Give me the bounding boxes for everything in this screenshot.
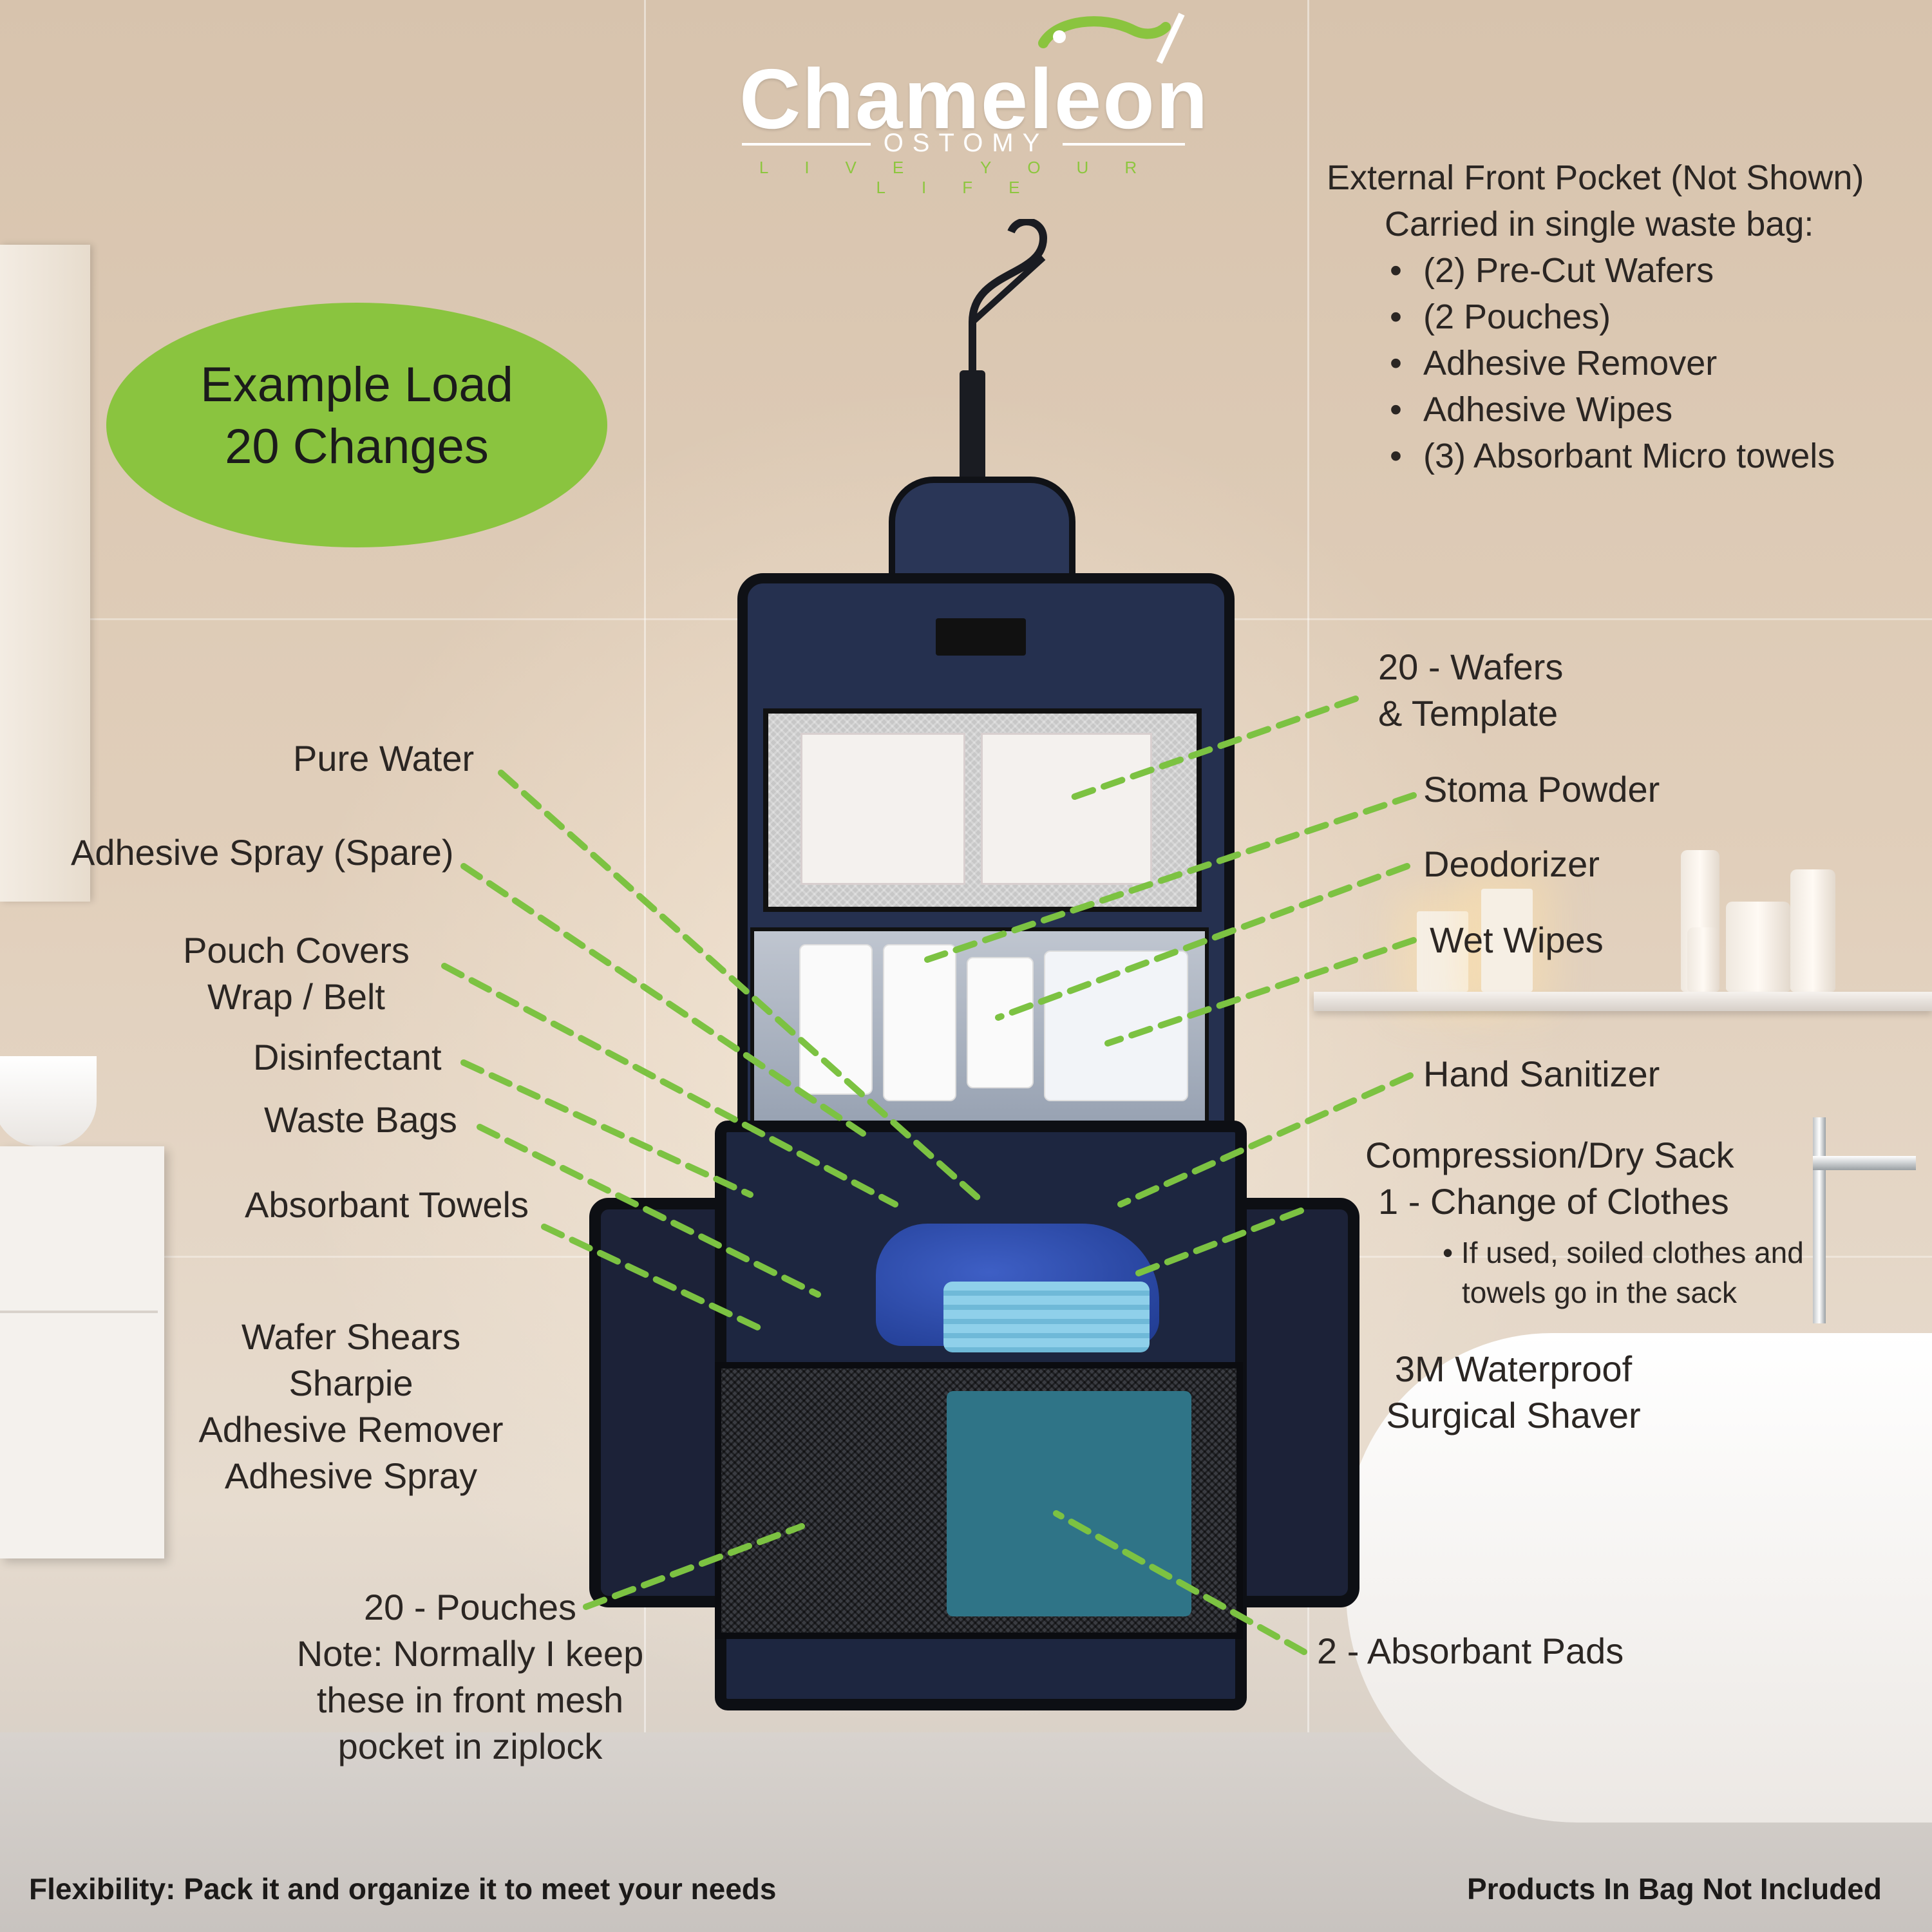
leader-waste-bags <box>477 1124 821 1298</box>
leader-adhesive-spray <box>460 863 866 1137</box>
label-adhesive-remover: Adhesive Remover <box>198 1409 504 1450</box>
label-wafer-shears: Wafer Shears <box>241 1316 461 1357</box>
leader-disinfectant <box>460 1059 753 1198</box>
label-compression-note: • If used, soiled clothes and towels go … <box>1443 1233 1804 1312</box>
label-pouches: 20 - Pouches Note: Normally I keep these… <box>277 1584 663 1770</box>
logo-rule <box>742 143 871 146</box>
label-pouches-2: Note: Normally I keep <box>296 1633 644 1674</box>
label-wafers: 20 - Wafers & Template <box>1378 644 1563 737</box>
leader-hand-sanitizer <box>1117 1072 1414 1208</box>
label-compression-sack: Compression/Dry Sack 1 - Change of Cloth… <box>1365 1132 1734 1225</box>
label-absorbant-pads: 2 - Absorbant Pads <box>1317 1631 1624 1671</box>
leader-deodorizer <box>995 863 1410 1021</box>
label-waste-bags: Waste Bags <box>264 1099 457 1140</box>
label-absorbant-towels: Absorbant Towels <box>245 1184 529 1225</box>
wall-shelf <box>1314 992 1932 1011</box>
wafer-package <box>800 733 965 885</box>
leader-stoma-powder <box>924 792 1417 963</box>
example-load-text: Example Load 20 Changes <box>106 354 607 478</box>
label-shaver: 3M Waterproof Surgical Shaver <box>1359 1346 1668 1439</box>
vanity-drawer-line <box>0 1311 158 1313</box>
absorbant-pad <box>947 1391 1191 1616</box>
tile-seam <box>644 0 646 1739</box>
hanging-strap <box>960 370 985 486</box>
label-hand-sanitizer: Hand Sanitizer <box>1423 1054 1660 1094</box>
note-line-1-text: If used, soiled clothes and <box>1461 1236 1804 1269</box>
label-side-pocket: Wafer Shears Sharpie Adhesive Remover Ad… <box>161 1314 541 1499</box>
external-pocket-item: Adhesive Remover <box>1385 340 1864 386</box>
tile-seam <box>1307 0 1309 1739</box>
label-pouches-1: 20 - Pouches <box>364 1587 576 1627</box>
external-pocket-item: (2) Pre-Cut Wafers <box>1385 247 1864 294</box>
logo-tagline: LIVE YOUR LIFE <box>759 158 1173 197</box>
label-wet-wipes: Wet Wipes <box>1430 920 1604 960</box>
label-wafers-2: & Template <box>1378 693 1558 734</box>
label-wafers-1: 20 - Wafers <box>1378 647 1564 687</box>
adhesive-spray-bottle <box>883 944 956 1101</box>
label-compression-2: 1 - Change of Clothes <box>1378 1181 1729 1222</box>
label-adhesive-spray: Adhesive Spray <box>224 1455 478 1496</box>
footer-flexibility: Flexibility: Pack it and organize it to … <box>29 1872 777 1906</box>
external-pocket-block: External Front Pocket (Not Shown) Carrie… <box>1327 155 1864 479</box>
shelf-bottle <box>1790 869 1835 992</box>
external-pocket-item: Adhesive Wipes <box>1385 386 1864 433</box>
leader-wet-wipes <box>1104 937 1417 1046</box>
logo-subtitle: OSTOMY <box>883 129 1049 157</box>
label-pouch-covers: Pouch Covers Wrap / Belt <box>155 927 438 1020</box>
clear-middle-pocket <box>750 927 1209 1128</box>
label-pouches-3: these in front mesh <box>316 1680 624 1720</box>
badge-line-2: 20 Changes <box>225 419 489 474</box>
label-pouch-covers-1: Pouch Covers <box>183 930 410 971</box>
velcro-patch <box>936 618 1026 656</box>
logo-rule <box>1063 143 1185 146</box>
wall-mirror <box>0 245 90 902</box>
logo-wordmark: Chameleon <box>739 52 1209 146</box>
footer-disclaimer: Products In Bag Not Included <box>1466 1872 1882 1906</box>
label-shaver-2: Surgical Shaver <box>1386 1395 1641 1435</box>
candle <box>1481 889 1533 992</box>
leader-wafers <box>1066 696 1359 802</box>
bathtub <box>1346 1333 1932 1823</box>
label-deodorizer: Deodorizer <box>1423 844 1600 884</box>
label-compression-note-2: towels go in the sack <box>1462 1276 1738 1309</box>
tub-faucet-arm <box>1813 1156 1916 1170</box>
bullet-dot: • <box>1443 1236 1461 1269</box>
candle <box>1417 911 1468 992</box>
label-shaver-1: 3M Waterproof <box>1394 1349 1633 1389</box>
external-pocket-title: External Front Pocket (Not Shown) <box>1327 158 1864 197</box>
label-pouch-covers-2: Wrap / Belt <box>207 976 385 1017</box>
sink-basin <box>0 1056 97 1146</box>
leader-pouches <box>583 1523 805 1610</box>
wafer-package <box>981 733 1152 885</box>
top-mesh-pocket <box>763 708 1202 912</box>
absorbant-towels-stack <box>943 1282 1150 1352</box>
label-pouches-4: pocket in ziplock <box>337 1726 603 1766</box>
bag-top-flap <box>889 477 1075 586</box>
label-disinfectant: Disinfectant <box>253 1037 442 1077</box>
label-sharpie: Sharpie <box>289 1363 413 1403</box>
leader-pouch-covers <box>441 963 898 1208</box>
label-compression-note-1: • If used, soiled clothes and <box>1443 1233 1804 1273</box>
vanity-cabinet <box>0 1146 164 1558</box>
shelf-bottle <box>1726 902 1790 992</box>
chameleon-logo-icon <box>1038 12 1185 64</box>
external-pocket-item: (2 Pouches) <box>1385 294 1864 340</box>
external-pocket-subtitle: Carried in single waste bag: <box>1385 205 1814 243</box>
hanger-hook-icon <box>969 219 1048 380</box>
label-adhesive-spray-spare: Adhesive Spray (Spare) <box>71 832 454 873</box>
badge-line-1: Example Load <box>200 357 513 412</box>
label-compression-1: Compression/Dry Sack <box>1365 1135 1734 1175</box>
shelf-bottle <box>1687 927 1719 992</box>
deodorizer-bottle <box>967 957 1034 1088</box>
leader-compression-sack <box>1130 1208 1304 1278</box>
label-stoma-powder: Stoma Powder <box>1423 769 1660 810</box>
leader-absorbant-pads <box>1053 1510 1307 1655</box>
external-pocket-item: (3) Absorbant Micro towels <box>1385 433 1864 479</box>
leader-pure-water <box>498 770 989 1208</box>
label-pure-water: Pure Water <box>293 738 475 779</box>
leader-absorbant-towels <box>541 1224 766 1333</box>
example-load-badge <box>106 303 607 547</box>
